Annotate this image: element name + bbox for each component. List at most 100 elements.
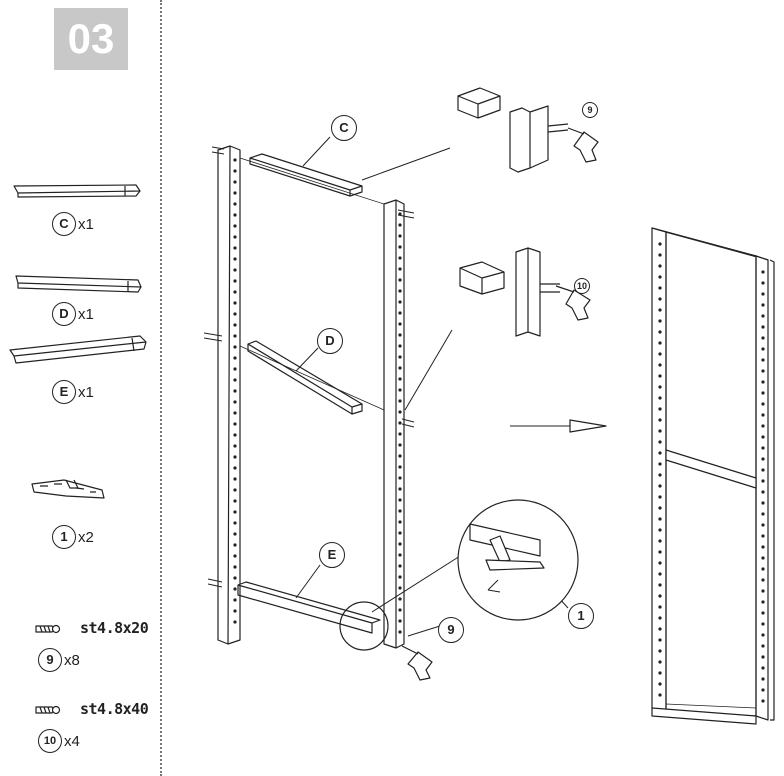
post-hole: [398, 630, 402, 634]
screw-9-label: 9: [38, 648, 62, 672]
post-hole: [658, 594, 662, 598]
frame-topline: [239, 157, 385, 205]
screw-10-label: 10: [38, 729, 62, 753]
post-hole: [233, 202, 237, 206]
post-hole: [398, 509, 402, 513]
post-hole: [398, 344, 402, 348]
post-hole: [761, 468, 765, 472]
post-hole: [233, 433, 237, 437]
post-hole: [233, 477, 237, 481]
part-e-label: E: [52, 380, 76, 404]
post-hole: [658, 660, 662, 664]
post-hole: [658, 583, 662, 587]
post-hole: [233, 169, 237, 173]
post-hole: [233, 301, 237, 305]
post-hole: [658, 275, 662, 279]
post-hole: [761, 457, 765, 461]
post-hole: [233, 180, 237, 184]
post-hole: [658, 352, 662, 356]
result-arrowhead: [569, 419, 607, 433]
post-hole: [233, 345, 237, 349]
post-hole: [233, 598, 237, 602]
post-hole: [398, 256, 402, 260]
rail-d-middle: [247, 340, 363, 415]
post-hole: [658, 671, 662, 675]
post-hole: [398, 212, 402, 216]
post-hole: [398, 399, 402, 403]
post-hole: [233, 257, 237, 261]
post-hole: [398, 520, 402, 524]
callout-d: D: [317, 328, 343, 354]
leader-detail-middle: [404, 329, 453, 411]
leader-c: [302, 136, 331, 167]
part-1-row: 1 x2: [52, 525, 94, 549]
post-hole: [233, 521, 237, 525]
post-hole: [658, 253, 662, 257]
leader-e: [295, 564, 321, 599]
post-hole: [761, 325, 765, 329]
post-hole: [761, 490, 765, 494]
post-hole: [398, 355, 402, 359]
post-hole: [761, 567, 765, 571]
part-e-qty: x1: [78, 383, 94, 401]
post-hole: [233, 411, 237, 415]
post-hole: [233, 290, 237, 294]
post-hole: [761, 545, 765, 549]
post-hole: [398, 267, 402, 271]
rail-c-top: [249, 153, 363, 197]
post-hole: [233, 565, 237, 569]
post-hole: [398, 234, 402, 238]
post-hole: [233, 268, 237, 272]
post-hole: [761, 336, 765, 340]
post-hole: [398, 498, 402, 502]
post-hole: [233, 334, 237, 338]
post-hole: [761, 600, 765, 604]
post-hole: [233, 609, 237, 613]
post-hole: [398, 476, 402, 480]
post-hole: [658, 363, 662, 367]
screw-9-qty: x8: [64, 651, 80, 669]
detail-top-screw-label: 9: [582, 102, 598, 118]
callout-c: C: [331, 115, 357, 141]
post-hole: [233, 235, 237, 239]
post-hole: [658, 242, 662, 246]
post-hole: [658, 605, 662, 609]
post-hole: [233, 279, 237, 283]
post-hole: [233, 224, 237, 228]
post-hole: [761, 402, 765, 406]
screw-st4-8x20-icon: [35, 624, 61, 634]
part-d-rail-icon: [15, 275, 142, 293]
post-hole: [658, 627, 662, 631]
screw-10-spec: st4.8x40: [80, 700, 149, 718]
post-hole: [233, 543, 237, 547]
post-hole: [658, 330, 662, 334]
rail-e-bottom: [237, 581, 381, 634]
part-d-row: D x1: [52, 302, 94, 326]
step-number-badge: 03: [54, 8, 128, 70]
post-hole: [761, 435, 765, 439]
post-hole: [658, 561, 662, 565]
post-hole: [233, 378, 237, 382]
post-hole: [233, 499, 237, 503]
post-hole: [658, 418, 662, 422]
post-hole: [398, 564, 402, 568]
drill-icon-bottom: [401, 645, 433, 681]
callout-bracket-1: 1: [568, 603, 594, 629]
post-hole: [761, 391, 765, 395]
leader-d: [295, 347, 319, 372]
post-hole: [761, 270, 765, 274]
zoom-connector: [371, 555, 461, 613]
post-hole: [761, 655, 765, 659]
post-hole: [398, 366, 402, 370]
post-hole: [398, 454, 402, 458]
post-hole: [658, 308, 662, 312]
post-hole: [658, 638, 662, 642]
post-hole: [398, 443, 402, 447]
detail-top-connection: [457, 87, 569, 173]
post-hole: [761, 314, 765, 318]
post-hole: [658, 319, 662, 323]
drill-icon-middle: [555, 285, 591, 321]
post-hole: [761, 633, 765, 637]
post-hole: [398, 465, 402, 469]
post-hole: [233, 158, 237, 162]
